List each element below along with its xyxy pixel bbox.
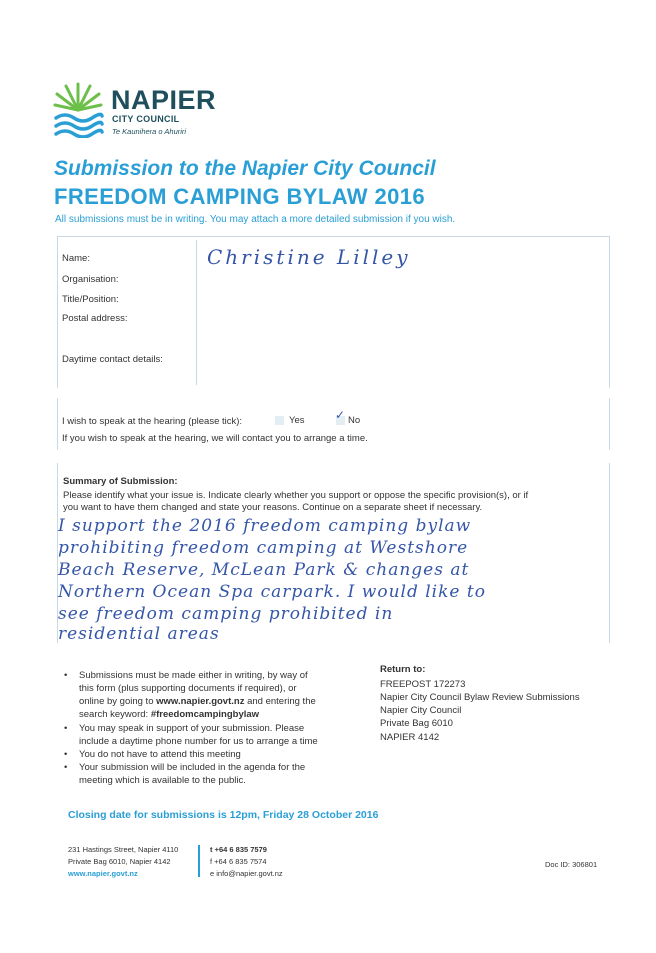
footer-address: 231 Hastings Street, Napier 4110	[68, 845, 179, 854]
return-address-line: Napier City Council Bylaw Review Submiss…	[380, 692, 580, 703]
footer-divider	[198, 845, 200, 877]
intro-text: All submissions must be in writing. You …	[55, 214, 456, 225]
website-link[interactable]: www.napier.govt.nz	[156, 696, 245, 707]
name-label: Name:	[62, 253, 90, 264]
footer-address: Private Bag 6010, Napier 4142	[68, 857, 171, 866]
postal-address-field[interactable]	[207, 313, 597, 327]
speak-yes-label: Yes	[289, 415, 305, 426]
bullet-continuation: search keyword: #freedomcampingbylaw	[79, 709, 260, 720]
organisation-label: Organisation:	[62, 274, 119, 285]
summary-left-border	[57, 463, 58, 643]
return-address-line: FREEPOST 172273	[380, 679, 466, 690]
logo-name: NAPIER	[111, 85, 217, 115]
form-left-border	[57, 236, 58, 388]
speak-no-label: No	[348, 415, 361, 426]
logo-maori-name: Te Kaunihera o Ahuriri	[112, 127, 187, 136]
speak-note: If you wish to speak at the hearing, we …	[62, 433, 368, 444]
napier-logo-icon	[53, 82, 104, 138]
tick-mark-icon: ✓	[335, 408, 346, 422]
return-to-heading: Return to:	[380, 664, 426, 675]
field-divider	[196, 240, 197, 385]
footer-phone: t +64 6 835 7579	[210, 845, 267, 854]
handwritten-summary-line[interactable]: Northern Ocean Spa carpark. I would like…	[58, 582, 486, 602]
speak-question: I wish to speak at the hearing (please t…	[62, 416, 243, 427]
summary-heading: Summary of Submission:	[63, 476, 178, 487]
summary-right-border	[609, 463, 610, 643]
return-address-line: Napier City Council	[380, 705, 462, 716]
footer-email[interactable]: e info@napier.govt.nz	[210, 869, 283, 878]
bullet-item: •Your submission will be included in the…	[64, 762, 306, 773]
bullet-continuation: meeting which is available to the public…	[79, 775, 246, 786]
bullet-continuation: online by going to www.napier.govt.nz an…	[79, 696, 316, 707]
speak-yes-checkbox[interactable]	[275, 416, 284, 425]
name-field[interactable]: Christine Lilley	[207, 245, 411, 269]
return-address-line: NAPIER 4142	[380, 732, 440, 743]
search-keyword: #freedomcampingbylaw	[150, 709, 260, 720]
handwritten-summary-line[interactable]: prohibiting freedom camping at Westshore	[58, 538, 469, 558]
bullet-item: •You may speak in support of your submis…	[64, 723, 305, 734]
handwritten-summary-line[interactable]: I support the 2016 freedom camping bylaw	[58, 516, 472, 536]
postal-address-label: Postal address:	[62, 313, 128, 324]
return-address-line: Private Bag 6010	[380, 718, 453, 729]
bullet-continuation: this form (plus supporting documents if …	[79, 683, 297, 694]
handwritten-summary-line[interactable]: see freedom camping prohibited in	[58, 604, 394, 624]
logo-council: CITY COUNCIL	[112, 114, 180, 124]
summary-instructions-line: Please identify what your issue is. Indi…	[63, 490, 529, 501]
organisation-field[interactable]	[207, 274, 597, 288]
handwritten-summary-line[interactable]: Beach Reserve, McLean Park & changes at	[58, 560, 470, 580]
bullet-item: •You do not have to attend this meeting	[64, 749, 241, 760]
page-title: Submission to the Napier City Council	[54, 157, 436, 180]
form-top-border	[57, 236, 609, 237]
footer-website-link[interactable]: www.napier.govt.nz	[68, 869, 138, 878]
bullet-item: •Submissions must be made either in writ…	[64, 670, 308, 681]
daytime-contact-field[interactable]	[207, 354, 597, 368]
daytime-contact-label: Daytime contact details:	[62, 354, 163, 365]
speak-left-border	[57, 398, 58, 450]
bylaw-title: FREEDOM CAMPING BYLAW 2016	[54, 184, 426, 209]
summary-instructions-line: you want to have them changed and state …	[63, 502, 483, 513]
handwritten-summary-line[interactable]: residential areas	[58, 624, 220, 644]
footer-fax: f +64 6 835 7574	[210, 857, 267, 866]
form-right-border	[609, 236, 610, 388]
title-position-label: Title/Position:	[62, 294, 119, 305]
closing-date: Closing date for submissions is 12pm, Fr…	[68, 809, 379, 821]
title-position-field[interactable]	[207, 294, 597, 308]
speak-right-border	[609, 398, 610, 450]
bullet-continuation: include a daytime phone number for us to…	[79, 736, 318, 747]
doc-id: Doc ID: 306801	[545, 860, 598, 869]
speak-no-checkbox[interactable]	[336, 416, 345, 425]
